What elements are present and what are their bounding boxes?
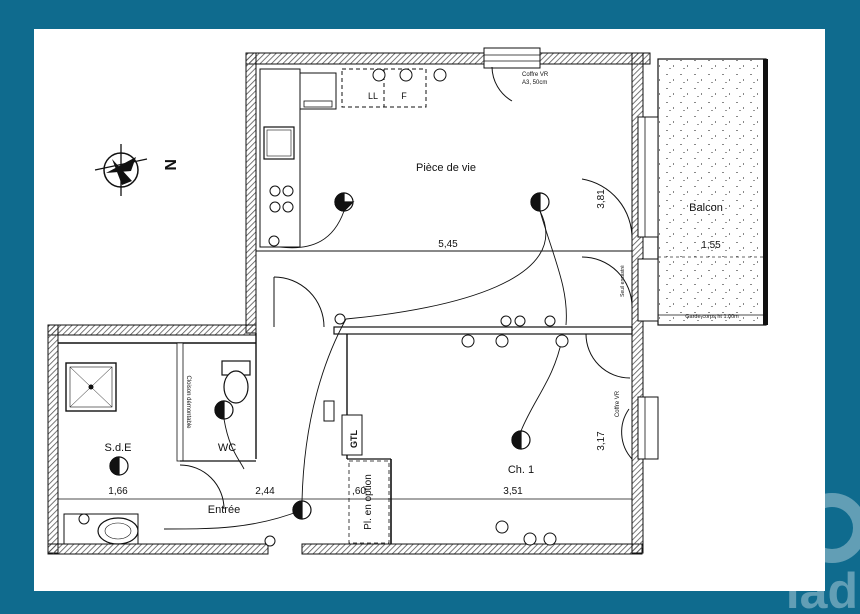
dim-closet-width: ,60 <box>352 486 366 497</box>
light-sde <box>109 456 129 476</box>
interior-walls <box>58 250 633 544</box>
threshold-label: Seuil encastré <box>620 265 626 297</box>
freezer-label: F <box>401 91 407 101</box>
floor-plan: LL F <box>47 47 768 555</box>
compass-north-letter: N <box>161 159 178 171</box>
floor-plan-paper: LL F <box>34 29 825 591</box>
brand-logo-text: iad <box>786 563 858 614</box>
shower <box>65 362 117 412</box>
room-labels: Pièce de vie Balcon S.d.E WC Ch. 1 Entré… <box>105 162 723 516</box>
outlets <box>78 68 569 547</box>
dim-bathroom-width: 1,66 <box>108 486 128 497</box>
light-living-left <box>334 192 355 212</box>
dim-living-depth: 3,81 <box>596 189 607 209</box>
compass-icon: N <box>94 144 178 196</box>
vr-box-living-size: A3, 50cm <box>522 80 547 86</box>
kitchen <box>259 68 337 248</box>
room-wc-label: WC <box>218 442 236 454</box>
room-bathroom-label: S.d.E <box>105 442 132 454</box>
vr-box-living-label: Coffre VR <box>522 72 549 78</box>
dim-bedroom-depth: 3,17 <box>596 431 607 451</box>
room-bedroom-label: Ch. 1 <box>508 464 534 476</box>
door-swings <box>179 66 633 510</box>
brand-logo: iad <box>786 493 860 614</box>
vr-box-bedroom-label: Coffre VR <box>615 390 621 417</box>
dim-bedroom-width: 3,51 <box>503 486 523 497</box>
partition-label: Cloison démontable <box>185 375 191 429</box>
dimensions: 5,45 3,81 1,55 1,66 2,44 ,60 3,51 3,17 <box>108 189 721 497</box>
room-balcony-label: Balcon <box>689 202 723 214</box>
dim-living-length: 5,45 <box>438 239 458 250</box>
light-bedroom <box>511 430 531 450</box>
light-living-right <box>530 192 550 212</box>
balcony-openings <box>637 116 659 460</box>
room-living-label: Pièce de vie <box>416 162 476 174</box>
dim-wc-width: 2,44 <box>255 486 275 497</box>
light-wc <box>214 400 234 420</box>
fridge-label: LL <box>368 91 378 101</box>
living-window <box>483 47 541 69</box>
scale-note-text: NB : ce croquis n'est pas à l'échelle <box>807 194 824 446</box>
ceiling-lights <box>109 192 550 520</box>
washbasin <box>63 513 139 545</box>
dim-balcony-depth: 1,55 <box>701 240 721 251</box>
closet <box>323 400 390 544</box>
closet-label: Pl. en option <box>363 474 374 530</box>
gtl-label: GTL <box>349 430 359 448</box>
fixture-labels: GTL Pl. en option Cloison démontable Cof… <box>185 72 739 530</box>
room-entrance-label: Entrée <box>208 504 240 516</box>
wiring <box>163 210 567 530</box>
garde-corps-label: Garde-corps ht 1.00m <box>685 314 739 320</box>
light-entrance <box>292 500 312 520</box>
fridge-block: LL F <box>341 68 427 108</box>
toilet <box>221 360 251 404</box>
scale-note: NB : ce croquis n'est pas à l'échelle <box>806 150 826 490</box>
balcony <box>657 58 768 326</box>
